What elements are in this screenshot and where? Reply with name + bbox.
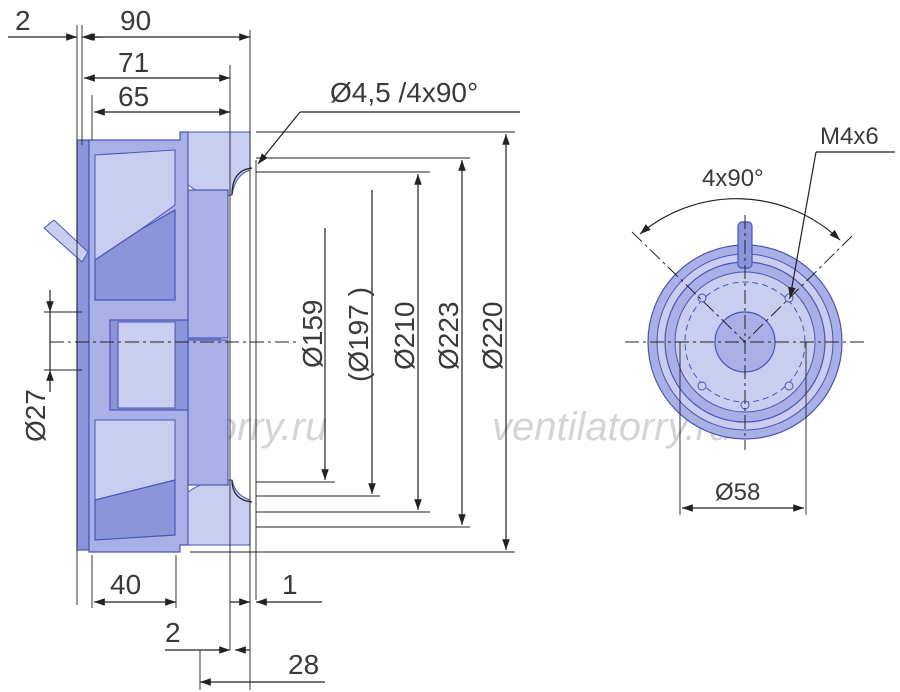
dim-40: 40 [110,569,141,600]
dim-28: 28 [288,649,319,680]
dim-thread: M4x6 [820,123,879,150]
dim-27: Ø27 [20,389,51,442]
dim-220: Ø220 [477,302,508,371]
dim-197: (Ø197 ) [343,287,374,382]
dim-223: Ø223 [433,302,464,371]
dim-holes: Ø4,5 /4x90° [330,77,478,108]
dim-2-top: 2 [15,5,31,36]
dim-1: 1 [282,569,298,600]
dim-65: 65 [118,81,149,112]
dim-71: 71 [118,47,149,78]
fan-front-view [647,221,843,440]
dim-2-bottom: 2 [165,617,181,648]
dim-90: 90 [120,5,151,36]
dim-58: Ø58 [715,479,760,506]
dim-angle: 4x90° [702,165,764,192]
dim-210: Ø210 [389,302,420,371]
dim-159: Ø159 [297,300,328,369]
